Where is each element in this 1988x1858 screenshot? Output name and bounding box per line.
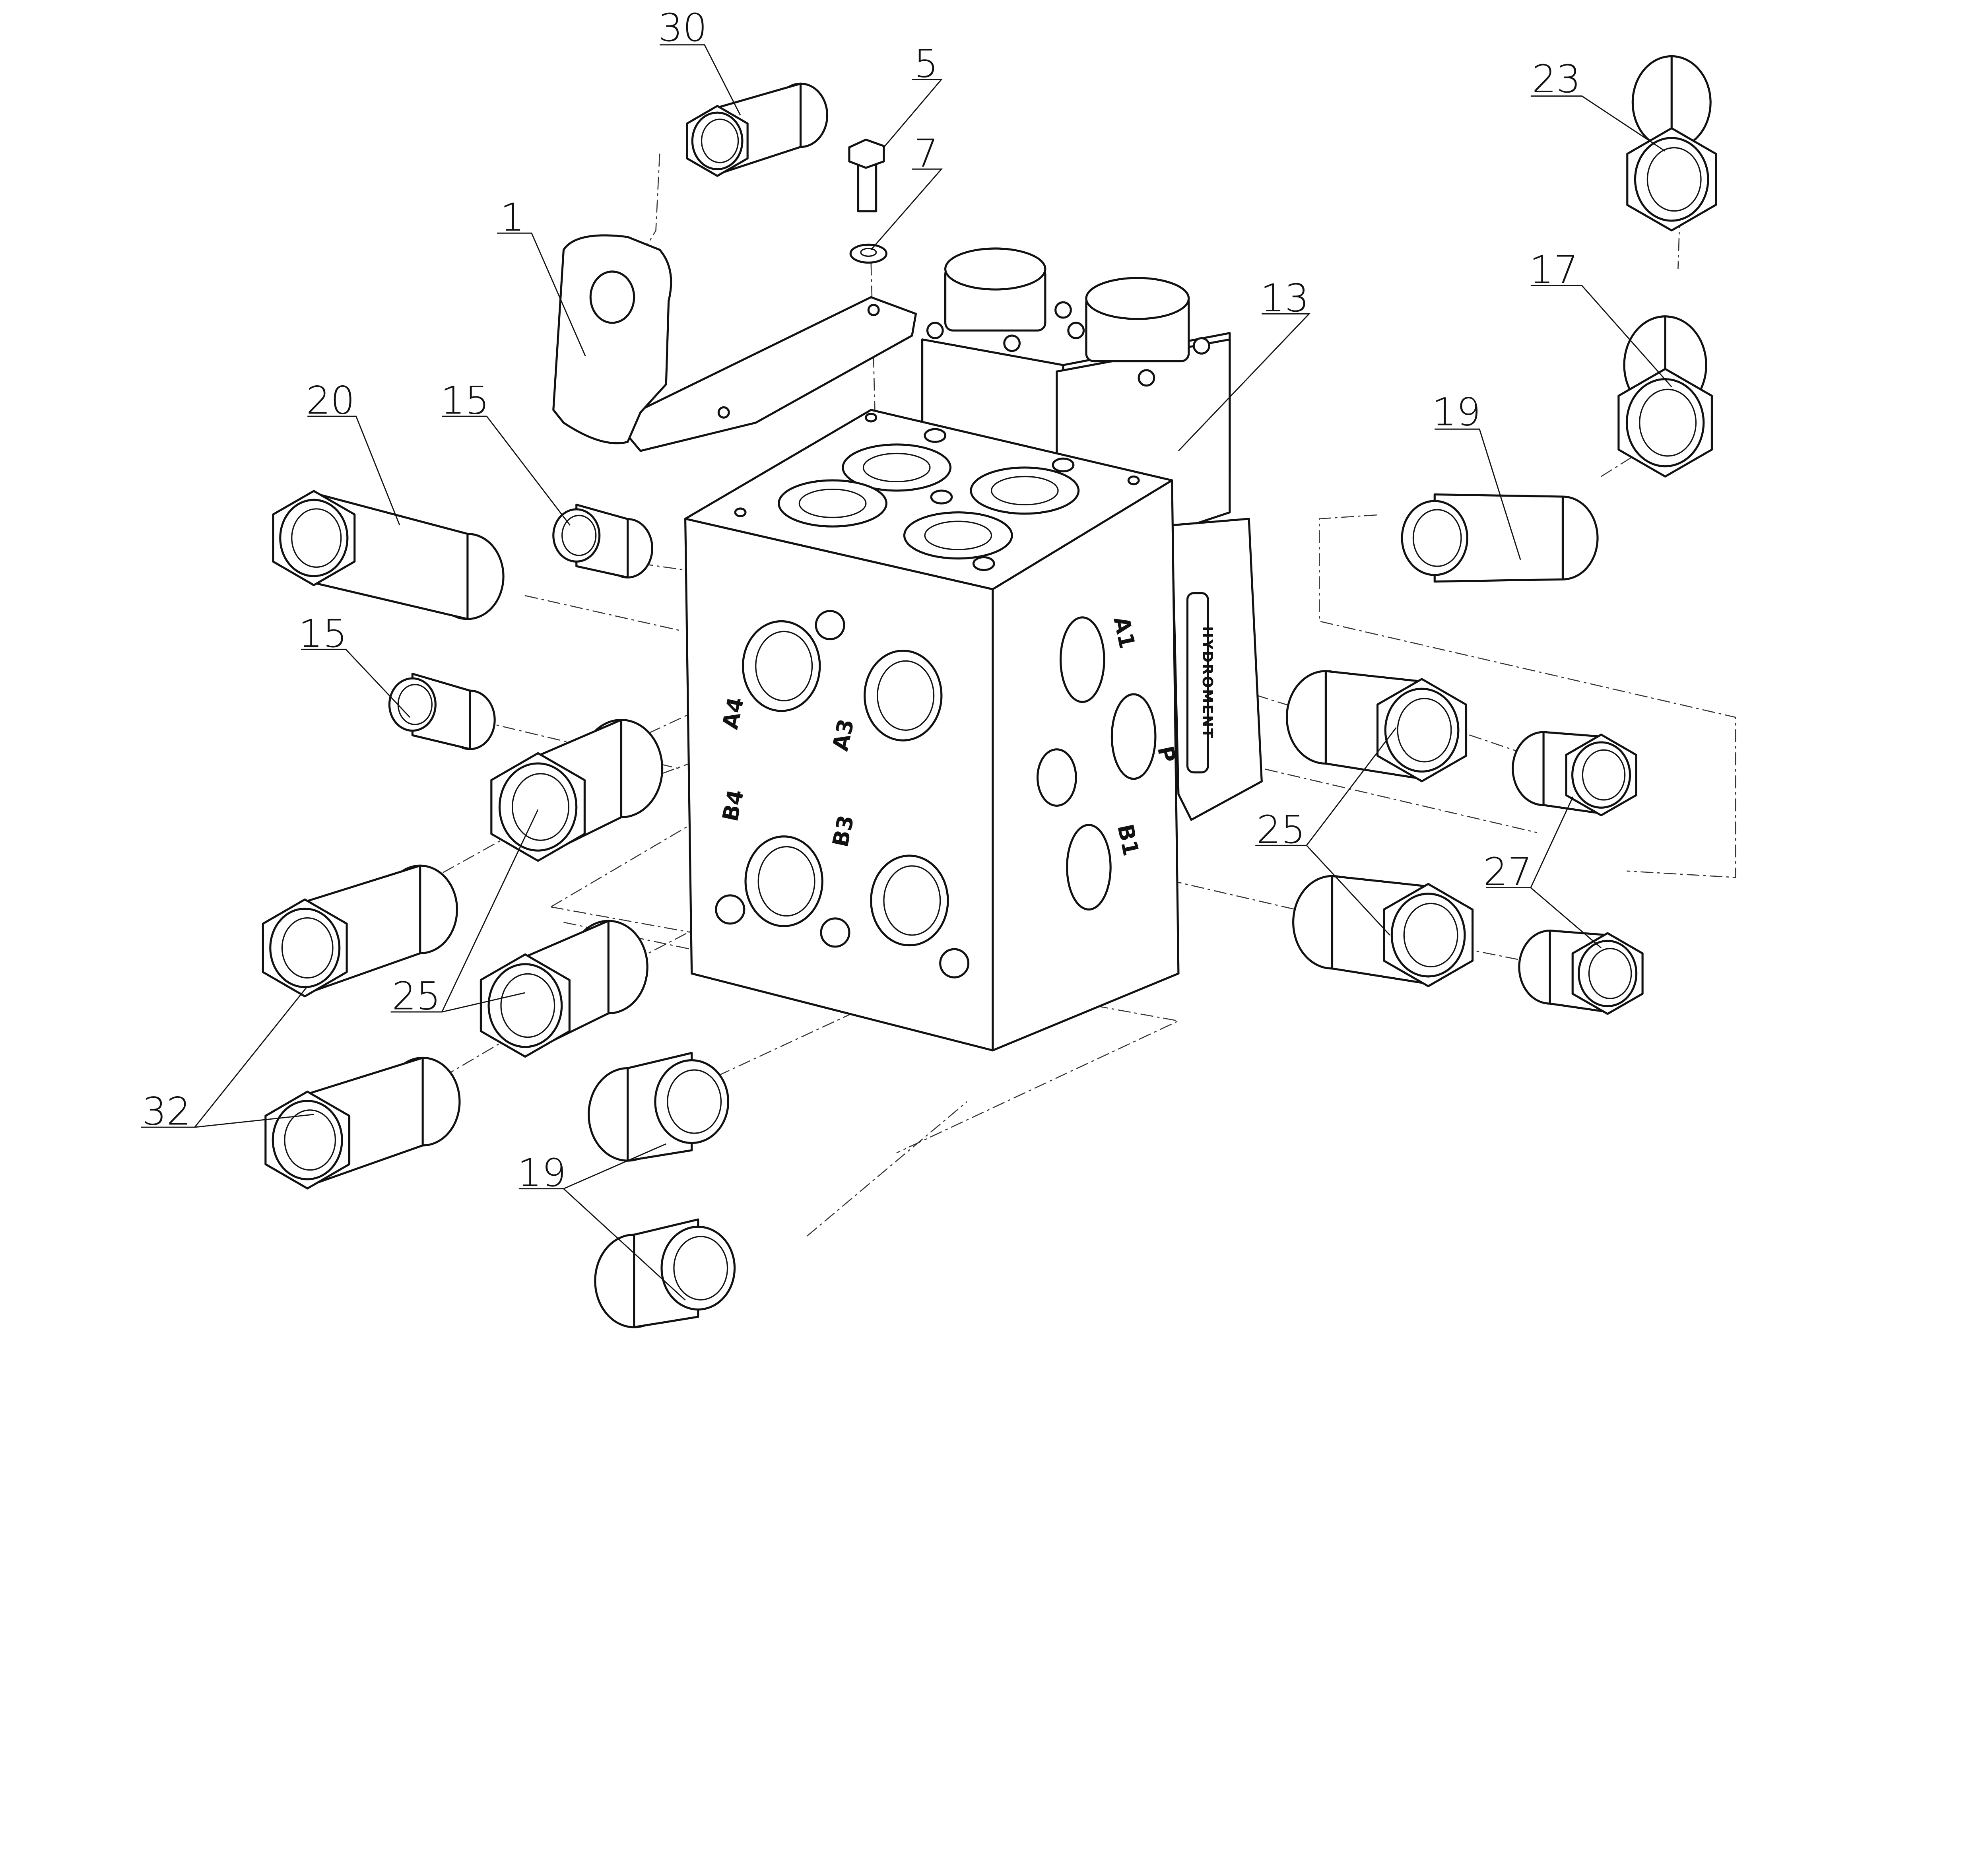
elbow-19-top-face (1401, 500, 1468, 576)
callout-30: 30 (658, 5, 707, 50)
callout-19-top: 19 (1432, 390, 1481, 435)
fitting-25-right-bottom (1292, 875, 1474, 987)
callout-20: 20 (306, 378, 355, 423)
callout-32: 32 (142, 1089, 191, 1134)
adapter-27-top-bore (1582, 749, 1626, 801)
port-label-a1: A1 (1109, 614, 1140, 651)
callout-1: 1 (500, 195, 524, 240)
manifold-block: A4 A3 B4 B3 A1 P B1 HYDROMENT (684, 409, 1215, 1052)
fittings (262, 55, 1717, 1328)
adapter-27-top (1512, 731, 1637, 817)
adapter-30-bore (701, 118, 739, 163)
elbow-17-face (1625, 378, 1705, 468)
callout-5: 5 (914, 41, 938, 86)
fitting-25-left-top (490, 718, 664, 862)
elbow-19-bottom-top-face (654, 1059, 730, 1144)
fitting-32-bottom (264, 1056, 461, 1190)
plug-15-top (552, 503, 654, 579)
elbow-19-top (1401, 493, 1599, 583)
leader-lines (141, 44, 1672, 1301)
plug-15-top-face (552, 508, 601, 563)
fitting-32-bottom-face (272, 1100, 343, 1180)
fitting-25-right-top (1285, 670, 1468, 782)
fitting-25-left-top-bore (512, 773, 570, 841)
adapter-27-top-face (1571, 741, 1631, 809)
bolt-5 (848, 138, 885, 213)
plug-15-top-bore (561, 514, 597, 556)
adapter-30 (686, 82, 829, 177)
adapter-27-bottom-face (1578, 940, 1638, 1008)
mounting-bracket-1 (552, 234, 917, 452)
callout-7: 7 (914, 131, 938, 176)
adapter-30-face (691, 111, 744, 171)
fitting-32-top-face (269, 907, 341, 988)
adapter-27-bottom-bore (1588, 948, 1632, 999)
fitting-25-left-bottom-bore (500, 973, 555, 1038)
adapter-27-bottom (1518, 929, 1644, 1015)
exploded-valve-diagram: A4 A3 B4 B3 A1 P B1 HYDROMENT 30 5 7 (141, 5, 1736, 1328)
elbow-17-bore (1639, 388, 1697, 457)
callout-25-left: 25 (392, 974, 441, 1019)
nut-23-face (1634, 137, 1709, 222)
fitting-25-left-bottom-face (487, 963, 563, 1048)
callout-19-bottom: 19 (517, 1150, 566, 1195)
washer-7 (849, 243, 887, 264)
brand-plate: HYDROMENT (1199, 626, 1215, 739)
nut-23 (1626, 55, 1717, 232)
fitting-32-top (262, 864, 458, 998)
fitting-32-bottom-bore (284, 1109, 336, 1171)
callout-27: 27 (1483, 849, 1532, 894)
plug-15-bottom-face (388, 677, 437, 732)
nut-23-bore (1646, 147, 1702, 212)
port-label-b1: B1 (1112, 822, 1144, 858)
plug-15-bottom (388, 673, 496, 750)
callout-23: 23 (1532, 56, 1581, 101)
callout-15-top: 15 (441, 378, 489, 423)
elbow-19-top-bore (1412, 509, 1462, 567)
callout-13: 13 (1260, 276, 1309, 320)
elbow-17 (1617, 315, 1713, 478)
elbow-19-bottom-top-bore (667, 1069, 722, 1134)
elbow-19-bottom-top (588, 1052, 730, 1162)
fitting-25-left-bottom (480, 920, 648, 1058)
callout-labels: 30 5 7 1 13 23 17 19 20 15 15 25 32 19 2… (142, 5, 1580, 1195)
fitting-25-right-bottom-bore (1403, 903, 1458, 967)
fitting-32-top-bore (281, 917, 334, 979)
union-20 (272, 490, 505, 620)
elbow-19-bottom-bottom-bore (673, 1236, 728, 1301)
fitting-25-right-top-bore (1397, 698, 1452, 763)
callout-25-right: 25 (1256, 807, 1305, 852)
elbow-19-bottom-bottom-face (660, 1225, 736, 1311)
fitting-25-right-top-face (1384, 687, 1460, 773)
union-20-face (279, 499, 349, 577)
fitting-25-right-bottom-face (1390, 893, 1466, 978)
union-20-bore (291, 508, 342, 568)
callout-15-bottom: 15 (298, 611, 347, 656)
elbow-19-bottom-bottom (594, 1218, 736, 1328)
callout-17: 17 (1529, 247, 1578, 292)
fitting-25-left-top-face (498, 762, 578, 852)
